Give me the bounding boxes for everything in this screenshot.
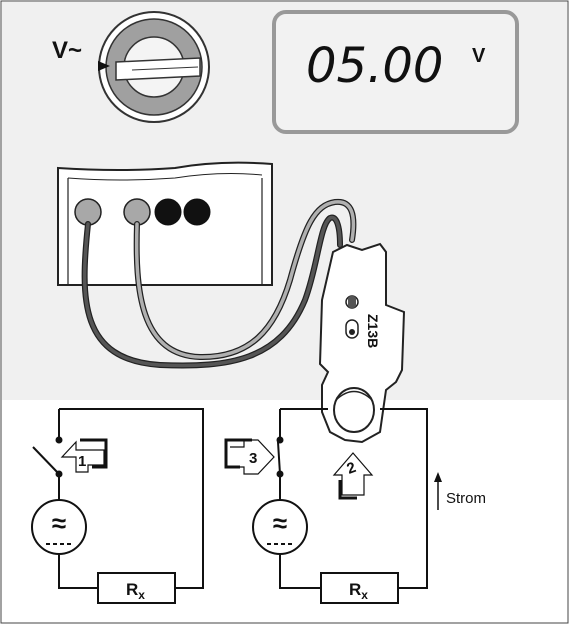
rotary-selector-dial[interactable]: [98, 11, 210, 123]
socket-3[interactable]: [154, 198, 182, 226]
left-voltage-source: ≈: [31, 499, 87, 555]
display-unit: V: [472, 45, 486, 67]
step-2-clamp-icon: [332, 452, 374, 500]
light-lead-core: [134, 200, 356, 359]
step-2-label: 2: [345, 459, 359, 478]
clamp-model-label: Z13B: [365, 314, 381, 348]
right-closed-switch[interactable]: [276, 436, 284, 478]
display-reading: 05.00: [306, 38, 443, 94]
left-resistor: Rx: [97, 572, 176, 604]
left-open-switch[interactable]: [32, 436, 63, 478]
current-clamp-adapter[interactable]: [318, 242, 406, 444]
left-circuit: [58, 408, 204, 589]
dark-lead-core: [82, 215, 342, 368]
step-3-label: 3: [249, 450, 257, 467]
lcd-display: [272, 10, 519, 134]
right-resistor: Rx: [320, 572, 399, 604]
right-circuit: [279, 408, 428, 589]
right-source-symbol: ≈: [273, 508, 287, 538]
left-resistor-label: Rx: [126, 580, 145, 602]
mode-label: V~: [52, 37, 82, 64]
current-direction-arrow-icon: [434, 472, 442, 510]
step-1-open-switch-icon: [60, 438, 108, 473]
right-resistor-label: Rx: [349, 580, 368, 602]
step-1-label: 1: [78, 453, 86, 470]
right-voltage-source: ≈: [252, 499, 308, 555]
step-3-close-switch-icon: [224, 438, 275, 475]
dial-pointer-icon: [98, 61, 110, 71]
clamp-switch-icon[interactable]: [345, 295, 359, 339]
left-source-symbol: ≈: [52, 508, 66, 538]
socket-4[interactable]: [183, 198, 211, 226]
current-label: Strom: [446, 490, 486, 507]
